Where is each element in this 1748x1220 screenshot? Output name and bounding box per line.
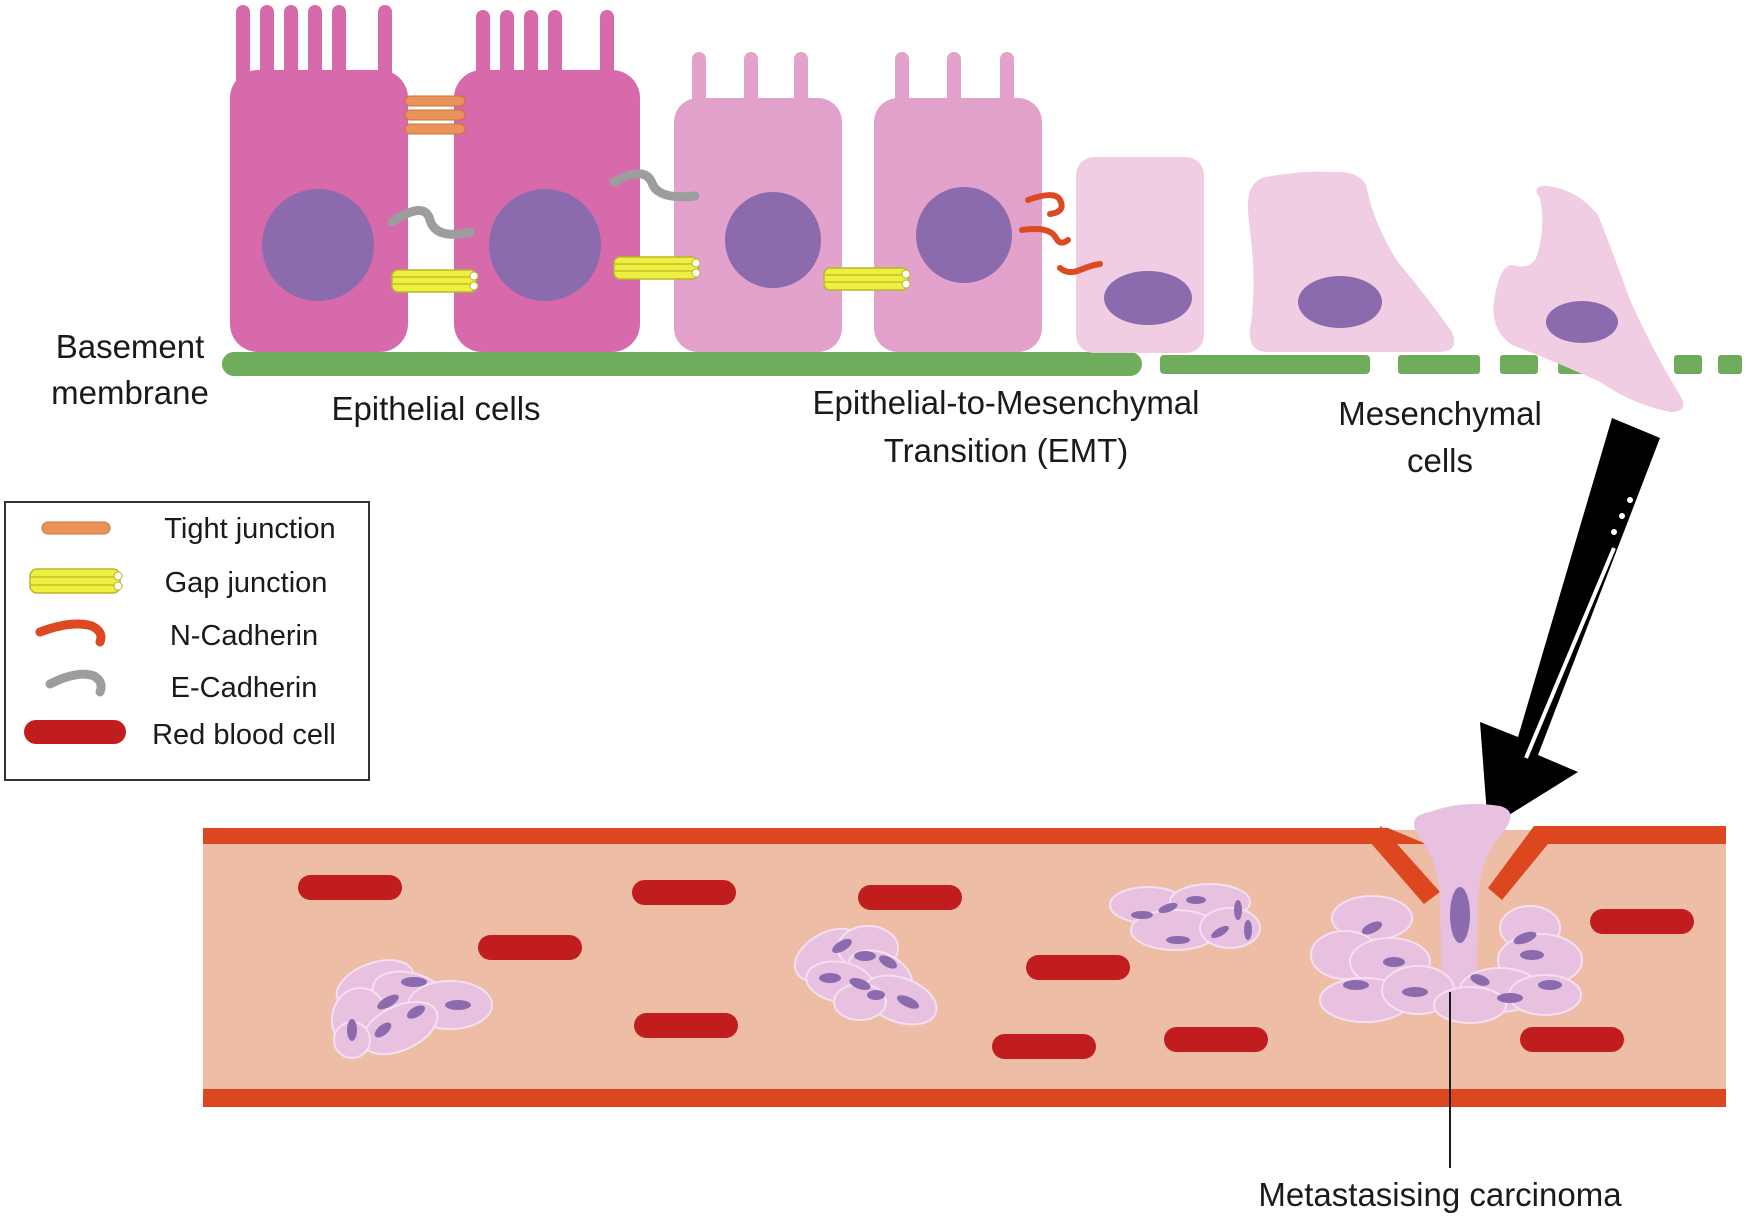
- legend-item-tight-junction: Tight junction: [41, 513, 336, 545]
- mesenchymal-label-1: Mesenchymal: [1338, 395, 1542, 432]
- gap-junction-swatch: [29, 568, 123, 594]
- red-blood-cell: [478, 935, 582, 960]
- mesenchymal-cell-1: [1247, 171, 1455, 352]
- legend-label: N-Cadherin: [170, 620, 318, 652]
- legend-item-red-blood-cell: Red blood cell: [24, 719, 336, 751]
- blood-vessel: [203, 826, 1726, 1107]
- emt-cell: [1076, 157, 1204, 353]
- migration-arrow: [1480, 418, 1660, 828]
- tight-junction-swatch: [41, 521, 111, 535]
- nucleus: [1450, 887, 1470, 943]
- legend-label: Tight junction: [164, 513, 335, 545]
- legend-item-gap-junction: Gap junction: [29, 567, 328, 599]
- nucleus: [262, 189, 374, 301]
- epithelial-cell-2: [454, 10, 640, 352]
- emt-label-1: Epithelial-to-Mesenchymal: [813, 384, 1200, 421]
- red-blood-cell: [298, 875, 402, 900]
- vessel-wall-breach-left: [1370, 826, 1440, 904]
- metastasising-label: Metastasising carcinoma: [1258, 1176, 1622, 1213]
- nucleus: [1298, 276, 1382, 328]
- basement-label-2: membrane: [51, 374, 209, 411]
- n-cadherin-molecules: [1019, 192, 1103, 276]
- nucleus: [916, 187, 1012, 283]
- tumor-cluster-2: [793, 925, 938, 1026]
- red-blood-cell: [1520, 1027, 1624, 1052]
- gap-junctions: [391, 256, 911, 293]
- basement-label-1: Basement: [56, 328, 205, 365]
- nucleus: [725, 192, 821, 288]
- e-cadherin-molecules: [387, 169, 700, 239]
- nucleus: [1546, 301, 1618, 343]
- red-blood-cell-swatch: [24, 720, 126, 744]
- red-blood-cell: [1026, 955, 1130, 980]
- vessel-wall-top-right: [1488, 826, 1726, 900]
- e-cadherin-swatch: [45, 669, 106, 697]
- vessel-wall-top-left: [203, 828, 1426, 844]
- legend-item-n-cadherin: N-Cadherin: [35, 619, 318, 652]
- legend: Tight junction Gap junction N-Cadherin E…: [4, 501, 370, 781]
- n-cadherin-swatch: [35, 619, 106, 647]
- red-blood-cell: [1164, 1027, 1268, 1052]
- transitioning-cell-2: [874, 52, 1042, 352]
- nucleus: [1104, 271, 1192, 325]
- epithelial-cell-1: [230, 5, 408, 352]
- mesenchymal-label-2: cells: [1407, 442, 1473, 479]
- legend-label: Gap junction: [165, 567, 328, 599]
- metastasising-carcinoma: Metastasising carcinoma: [1258, 804, 1622, 1213]
- basement-membrane: [222, 352, 1742, 376]
- epithelial-label: Epithelial cells: [331, 390, 540, 427]
- red-blood-cells: [298, 875, 1694, 1059]
- red-blood-cell: [858, 885, 962, 910]
- vessel-wall-bottom: [203, 1089, 1726, 1107]
- tight-junctions: [404, 95, 466, 135]
- transitioning-cell-1: [674, 52, 842, 352]
- legend-item-e-cadherin: E-Cadherin: [45, 669, 318, 704]
- red-blood-cell: [992, 1034, 1096, 1059]
- emt-label-2: Transition (EMT): [884, 432, 1128, 469]
- red-blood-cell: [1590, 909, 1694, 934]
- tumor-cluster-1: [331, 959, 493, 1059]
- mesenchymal-cell-2: [1493, 185, 1684, 412]
- red-blood-cell: [632, 880, 736, 905]
- red-blood-cell: [634, 1013, 738, 1038]
- tumor-cluster-3: [1109, 883, 1261, 951]
- legend-label: Red blood cell: [152, 719, 336, 751]
- nucleus: [489, 189, 601, 301]
- legend-label: E-Cadherin: [171, 672, 318, 704]
